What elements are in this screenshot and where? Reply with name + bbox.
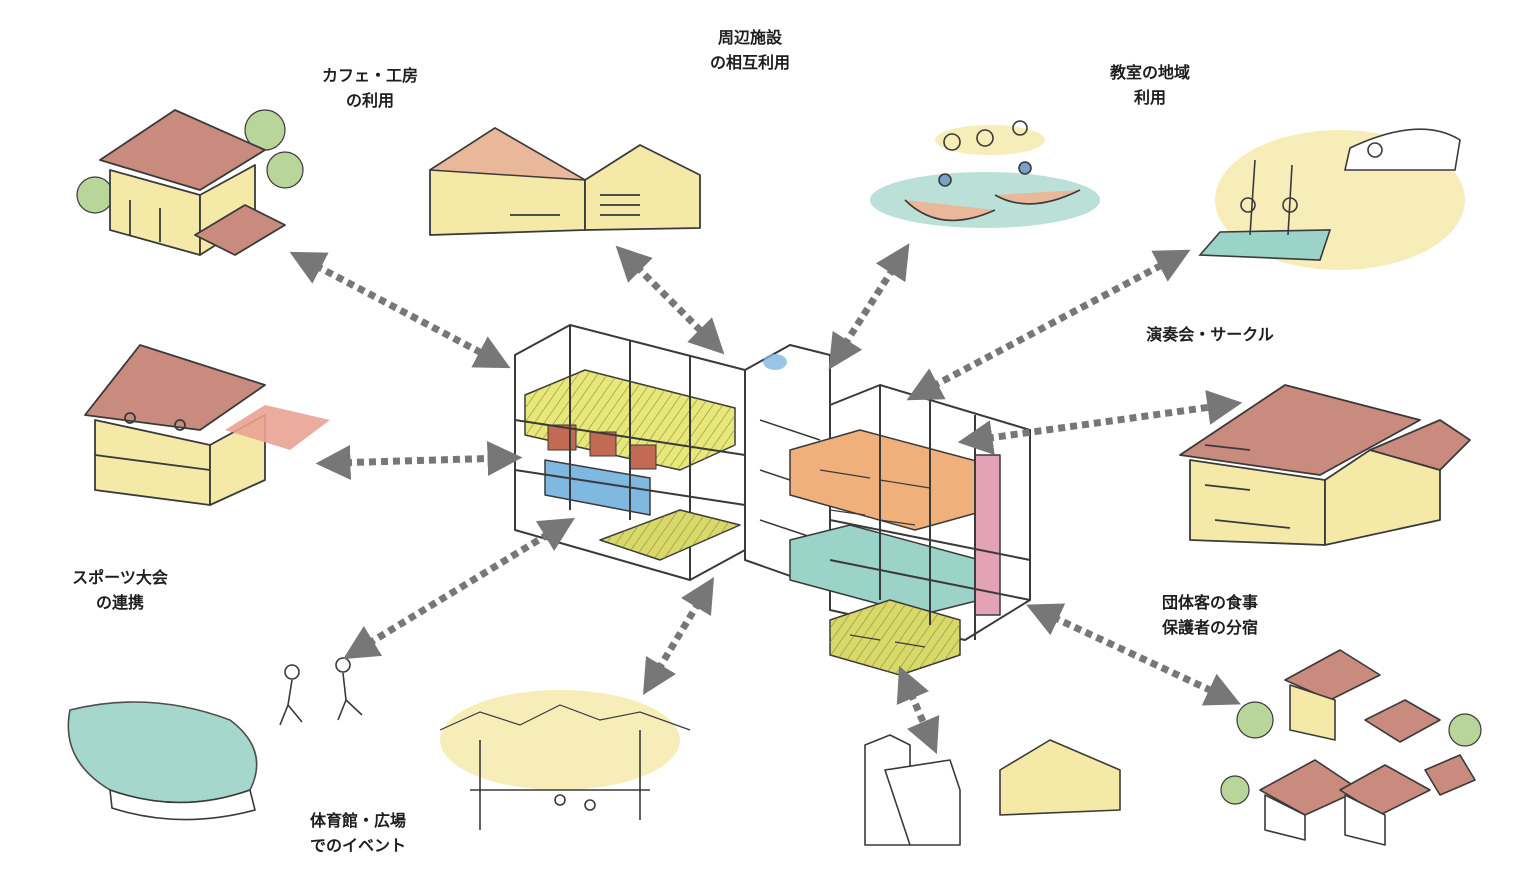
arrow-event — [642, 577, 715, 695]
label-concert: 演奏会・サークル — [1146, 325, 1274, 344]
arrow-house-left — [315, 441, 523, 480]
cafe-house-sketch — [76, 109, 304, 256]
arrow-facilities — [615, 245, 725, 355]
arrow-small-buildings — [896, 665, 940, 755]
house-right-sketch — [1179, 384, 1471, 546]
small-buildings-sketch — [864, 734, 1121, 846]
village-houses-sketch — [1220, 649, 1482, 846]
arrow-group — [1026, 603, 1241, 706]
label-cafe: カフェ・工房 の利用 — [321, 66, 418, 110]
arrow-house-right — [957, 390, 1243, 455]
house-left-sketch — [84, 344, 330, 506]
arrow-cafe — [289, 251, 511, 369]
label-group: 団体客の食事 保護者の分宿 — [1161, 593, 1258, 637]
label-gym: 体育館・広場 でのイベント — [309, 811, 406, 855]
label-classroom: 教室の地域 利用 — [1109, 63, 1190, 107]
arrow-sports — [343, 517, 575, 660]
facilities-building-sketch — [429, 127, 701, 236]
label-facilities: 周辺施設 の相互利用 — [709, 28, 790, 72]
classroom-activities-sketch — [870, 120, 1100, 228]
connection-arrows — [289, 243, 1243, 755]
central-school-building — [514, 324, 1031, 676]
label-sports: スポーツ大会 の連携 — [72, 568, 168, 612]
arrow-classroom — [828, 243, 910, 370]
concert-sketch — [1198, 128, 1465, 270]
event-market-sketch — [439, 690, 691, 830]
gym-pool-sketch — [67, 657, 363, 821]
